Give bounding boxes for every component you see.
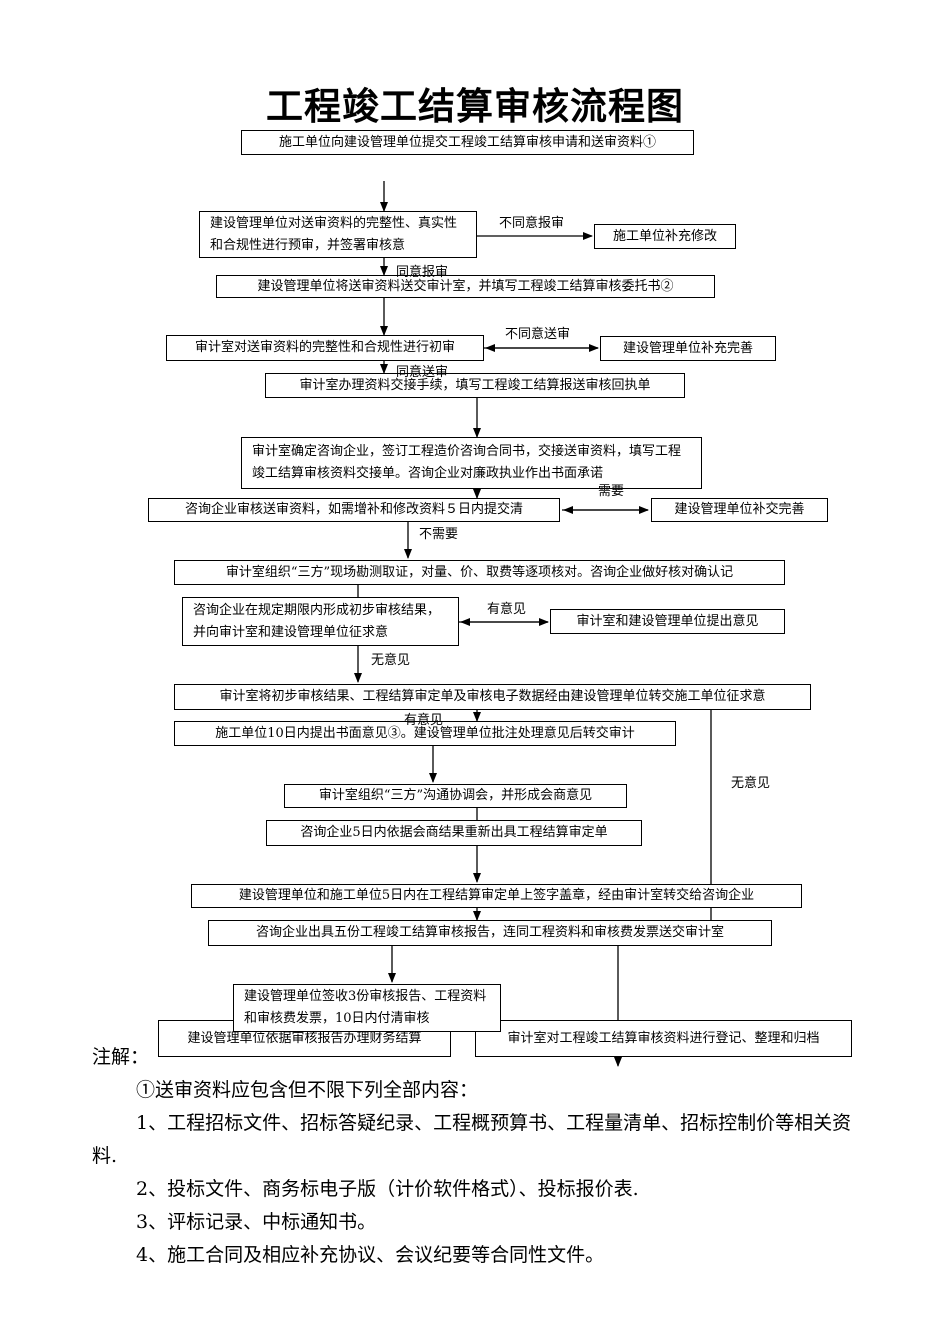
notes-heading: 注解： [92,1046,150,1068]
label-has-opinion-2: 有意见 [404,713,444,728]
step-17-box: 建设管理单位依据审核报告办理财务结算 [158,1020,451,1057]
step-4-reject-box: 建设管理单位补充完善 [600,336,776,361]
step-13-box: 咨询企业5日内依据会商结果重新出具工程结算审定单 [266,820,642,846]
notes-section: 注解： ①送审资料应包含但不限下列全部内容： 1、工程招标文件、招标答疑纪录、工… [92,1041,872,1272]
step-10-box: 审计室将初步审核结果、工程结算审定单及审核电子数据经由建设管理单位转交施工单位征… [174,684,811,710]
step-11-box: 施工单位10日内提出书面意见③。建设管理单位批注处理意见后转交审计 [174,721,676,746]
notes-item-4: 4、施工合同及相应补充协议、会议纪要等合同性文件。 [136,1244,605,1266]
label-disagree-report: 不同意报审 [499,216,565,231]
step-6-box: 审计室确定咨询企业，签订工程造价咨询合同书，交接送审资料，填写工程竣工结算审核资… [241,437,702,489]
notes-intro: ①送审资料应包含但不限下列全部内容： [136,1079,479,1101]
notes-item-3: 3、评标记录、中标通知书。 [136,1211,377,1233]
notes-item-2: 2、投标文件、商务标电子版（计价软件格式）、投标报价表. [136,1178,639,1200]
step-16-box: 建设管理单位签收3份审核报告、工程资料和审核费发票，10日内付清审核 [233,984,501,1032]
step-15-box: 咨询企业出具五份工程竣工结算审核报告，连同工程资料和审核费发票送交审计室 [208,920,772,946]
step-7-box: 咨询企业审核送审资料，如需增补和修改资料５日内提交清 [148,498,560,522]
step-1-box: 施工单位向建设管理单位提交工程竣工结算审核申请和送审资料① [241,130,694,155]
step-7-supplement-box: 建设管理单位补交完善 [651,498,828,522]
label-has-opinion-1: 有意见 [487,602,527,617]
step-5-box: 审计室办理资料交接手续，填写工程竣工结算报送审核回执单 [265,373,685,398]
step-12-box: 审计室组织“三方”沟通协调会，并形成会商意见 [284,784,627,808]
step-2-reject-box: 施工单位补充修改 [594,224,736,249]
step-2-box: 建设管理单位对送审资料的完整性、真实性和合规性进行预审，并签署审核意 [199,211,477,258]
label-agree-send: 同意送审 [396,365,449,380]
step-9-box: 咨询企业在规定期限内形成初步审核结果，并向审计室和建设管理单位征求意 [182,597,459,646]
step-14-box: 建设管理单位和施工单位5日内在工程结算审定单上签字盖章，经由审计室转交给咨询企业 [191,884,802,908]
step-3-box: 建设管理单位将送审资料送交审计室，并填写工程竣工结算审核委托书② [216,275,715,298]
label-need: 需要 [598,484,625,499]
label-no-opinion-2: 无意见 [731,776,771,791]
label-agree-report: 同意报审 [396,265,449,280]
step-18-box: 审计室对工程竣工结算审核资料进行登记、整理和归档 [475,1020,852,1057]
step-9-opinion-box: 审计室和建设管理单位提出意见 [550,609,785,634]
label-disagree-send: 不同意送审 [505,327,571,342]
step-8-box: 审计室组织“三方”现场勘测取证，对量、价、取费等逐项核对。咨询企业做好核对确认记 [174,560,785,585]
step-4-box: 审计室对送审资料的完整性和合规性进行初审 [166,335,484,361]
notes-item-1: 1、工程招标文件、招标答疑纪录、工程概预算书、工程量清单、招标控制价等相关资料. [92,1112,852,1167]
page-title: 工程竣工结算审核流程图 [266,85,684,128]
label-no-opinion-1: 无意见 [371,653,411,668]
label-no-need: 不需要 [419,527,459,542]
